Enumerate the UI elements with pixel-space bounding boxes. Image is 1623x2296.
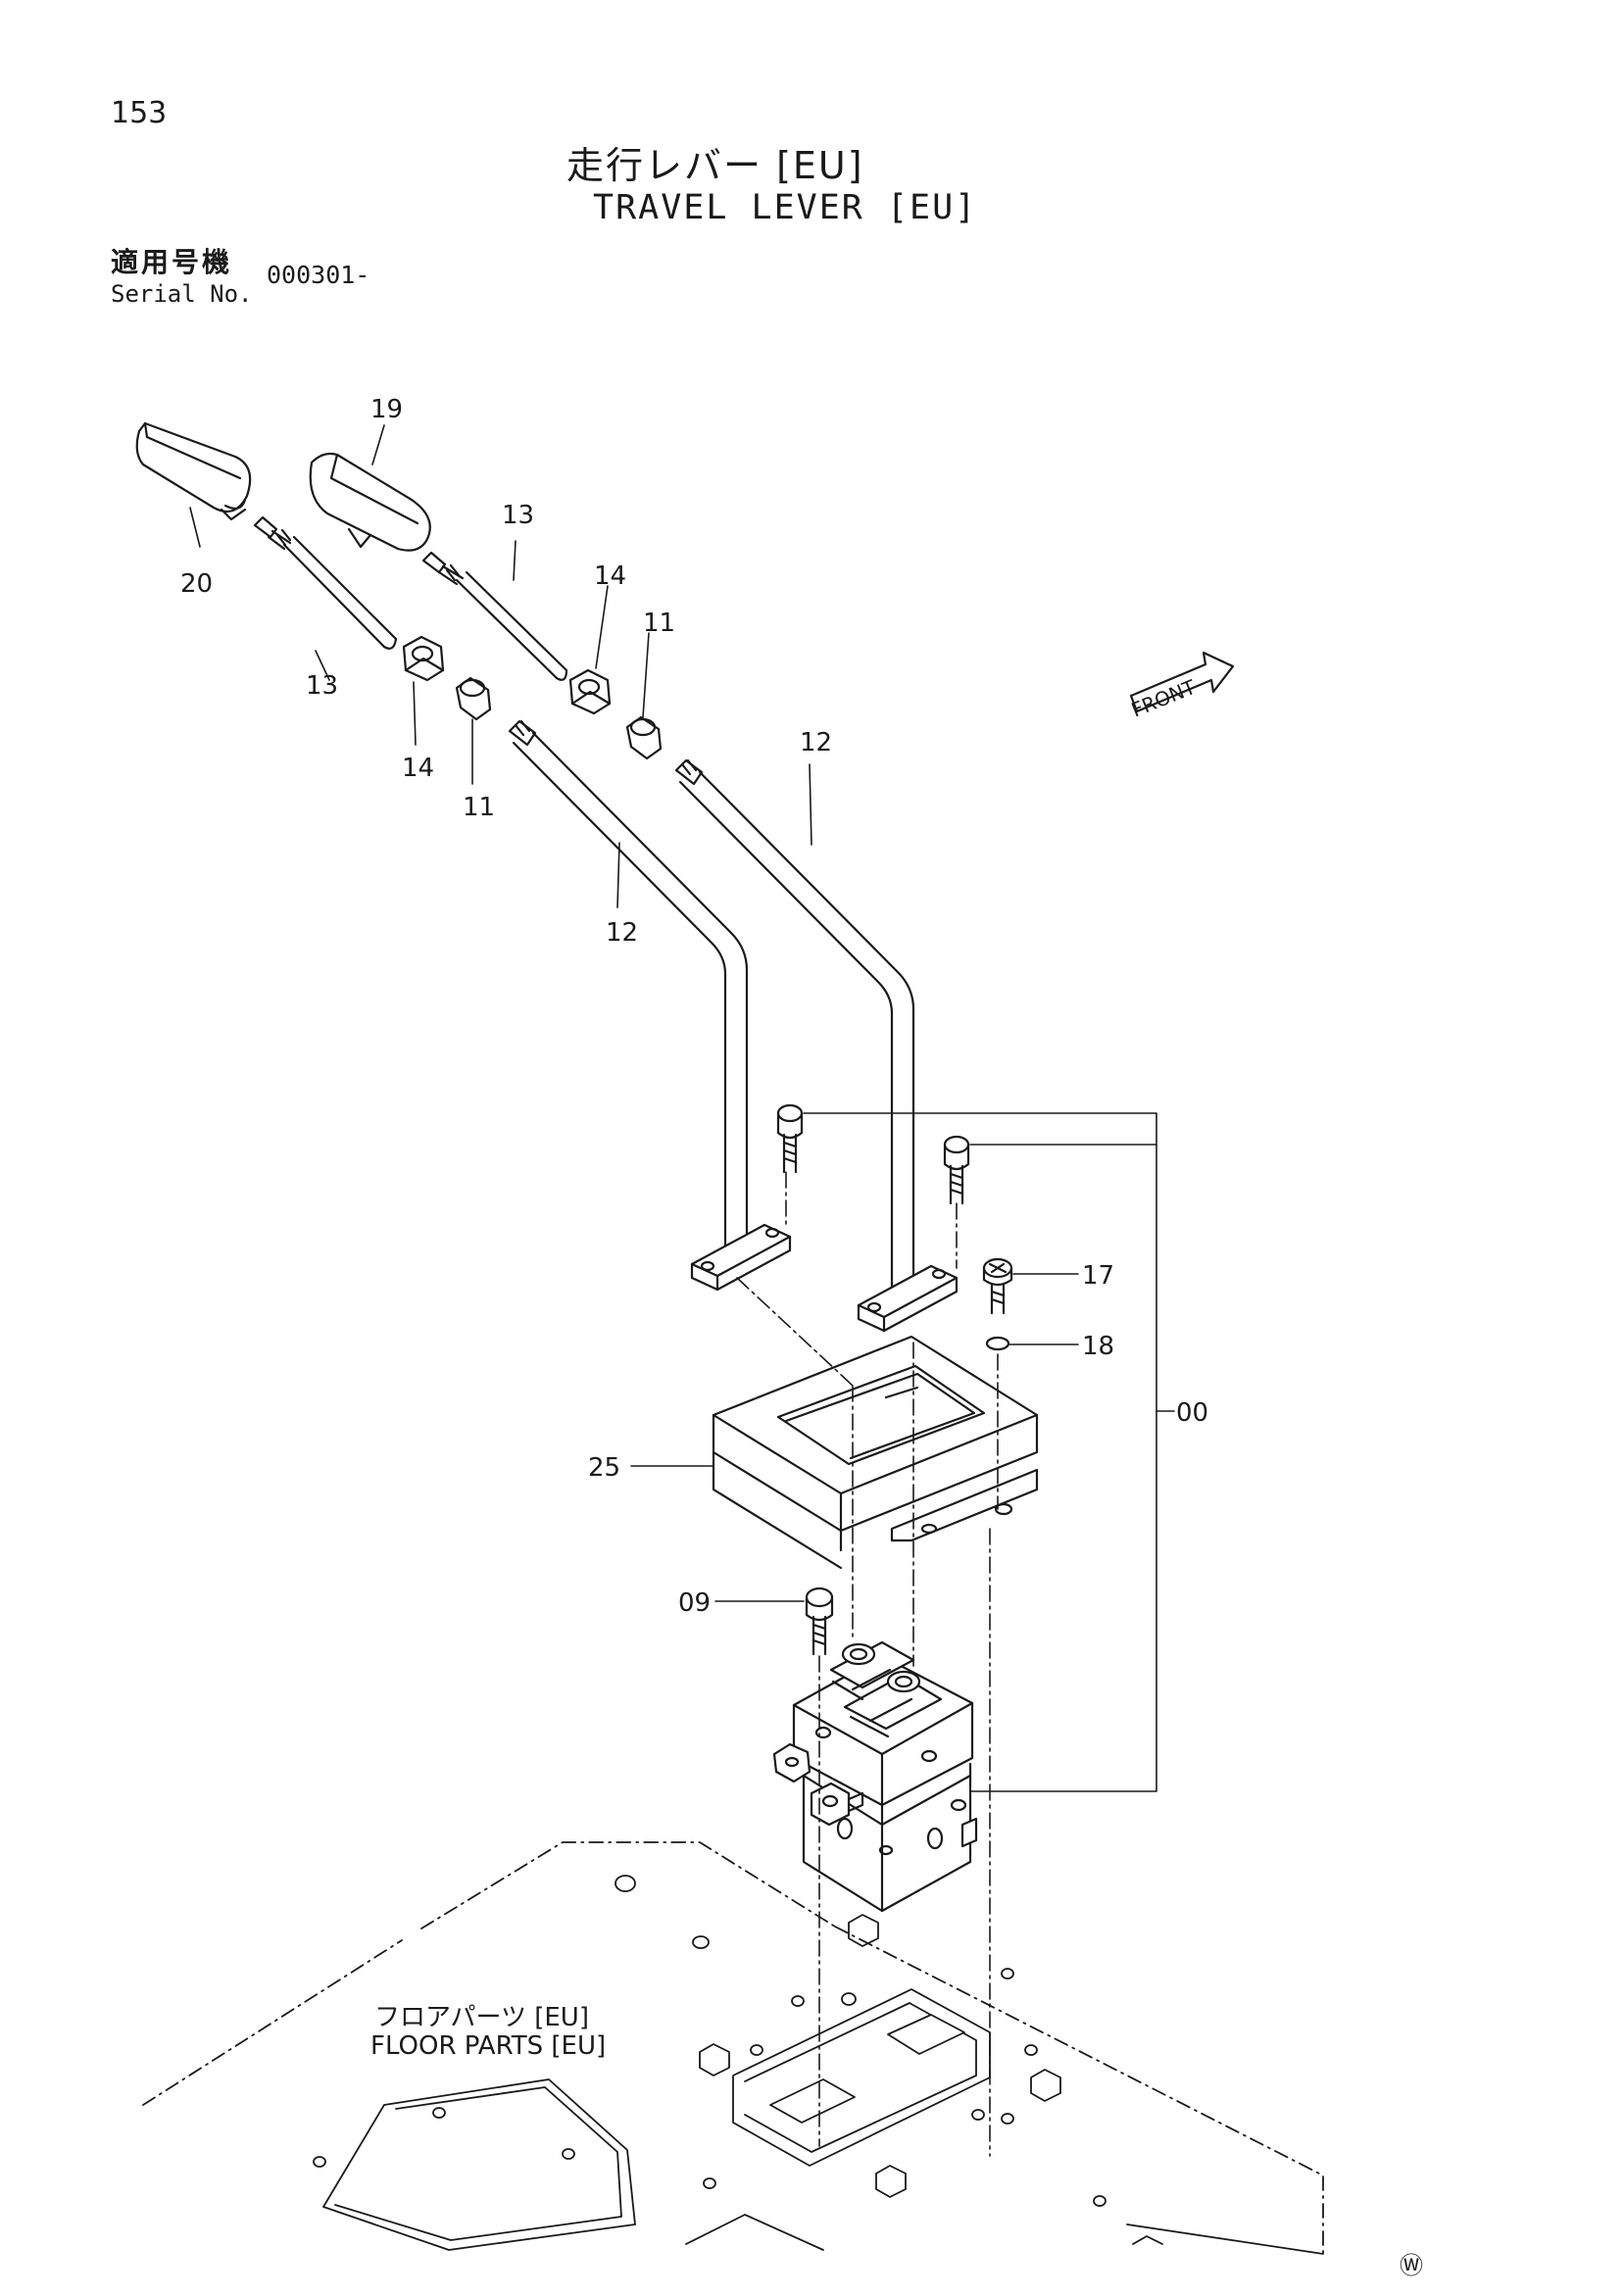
bolt-upper-left-part	[776, 1103, 804, 1174]
collar-11-left-part	[455, 676, 492, 721]
callout-14-right: 14	[594, 562, 626, 591]
callout-13-right: 13	[502, 501, 534, 530]
cover-25-part	[712, 1335, 1039, 1570]
alignment-chain-lines	[736, 1171, 999, 2157]
front-direction-arrow	[1129, 651, 1235, 713]
pilot-valve-part	[772, 1640, 978, 1913]
knob-20-part	[135, 421, 252, 521]
title-japanese: 走行レバー [EU]	[566, 144, 864, 187]
lever-12-right-part	[674, 758, 915, 1292]
title-english: TRAVEL LEVER [EU]	[593, 188, 978, 227]
serial-label-japanese: 適用号機	[111, 246, 233, 278]
lever-base-plates	[690, 1223, 959, 1333]
callout-00: 00	[1176, 1398, 1208, 1428]
bolt-09-part	[805, 1587, 834, 1656]
bolt-upper-right-part	[943, 1135, 970, 1205]
rod-13-left-part	[253, 515, 398, 650]
lever-12-left-part	[508, 719, 749, 1252]
washer-18-part	[985, 1336, 1010, 1351]
knob-19-part	[309, 452, 431, 552]
rod-13-right-part	[421, 551, 568, 681]
callout-11-right: 11	[643, 609, 675, 638]
collar-11-right-part	[625, 715, 663, 760]
serial-number-value: 000301-	[267, 261, 370, 289]
callout-12-left: 12	[606, 918, 638, 948]
callout-14-left: 14	[402, 754, 434, 783]
floor-parts-label-japanese: フロアパーツ [EU]	[374, 2003, 589, 2032]
callout-13-left: 13	[306, 671, 338, 701]
callout-20: 20	[180, 569, 213, 599]
w-mark-symbol: Ⓦ	[1400, 2252, 1423, 2279]
callout-09: 09	[678, 1588, 711, 1618]
bolt-17-part	[982, 1257, 1013, 1315]
callout-11-left: 11	[463, 793, 495, 822]
callout-17: 17	[1082, 1261, 1114, 1291]
callout-12-right: 12	[800, 728, 832, 757]
callout-25: 25	[588, 1453, 620, 1483]
serial-label-english: Serial No.	[111, 280, 253, 308]
floor-plate-outline	[142, 1841, 1324, 2255]
callout-leader-lines	[189, 424, 1175, 1792]
page-number: 153	[111, 96, 168, 130]
callout-19: 19	[370, 395, 403, 424]
callout-18: 18	[1082, 1332, 1114, 1361]
floor-parts-label-english: FLOOR PARTS [EU]	[370, 2031, 607, 2061]
nut-14-right-part	[568, 668, 612, 715]
nut-14-left-part	[402, 635, 445, 682]
